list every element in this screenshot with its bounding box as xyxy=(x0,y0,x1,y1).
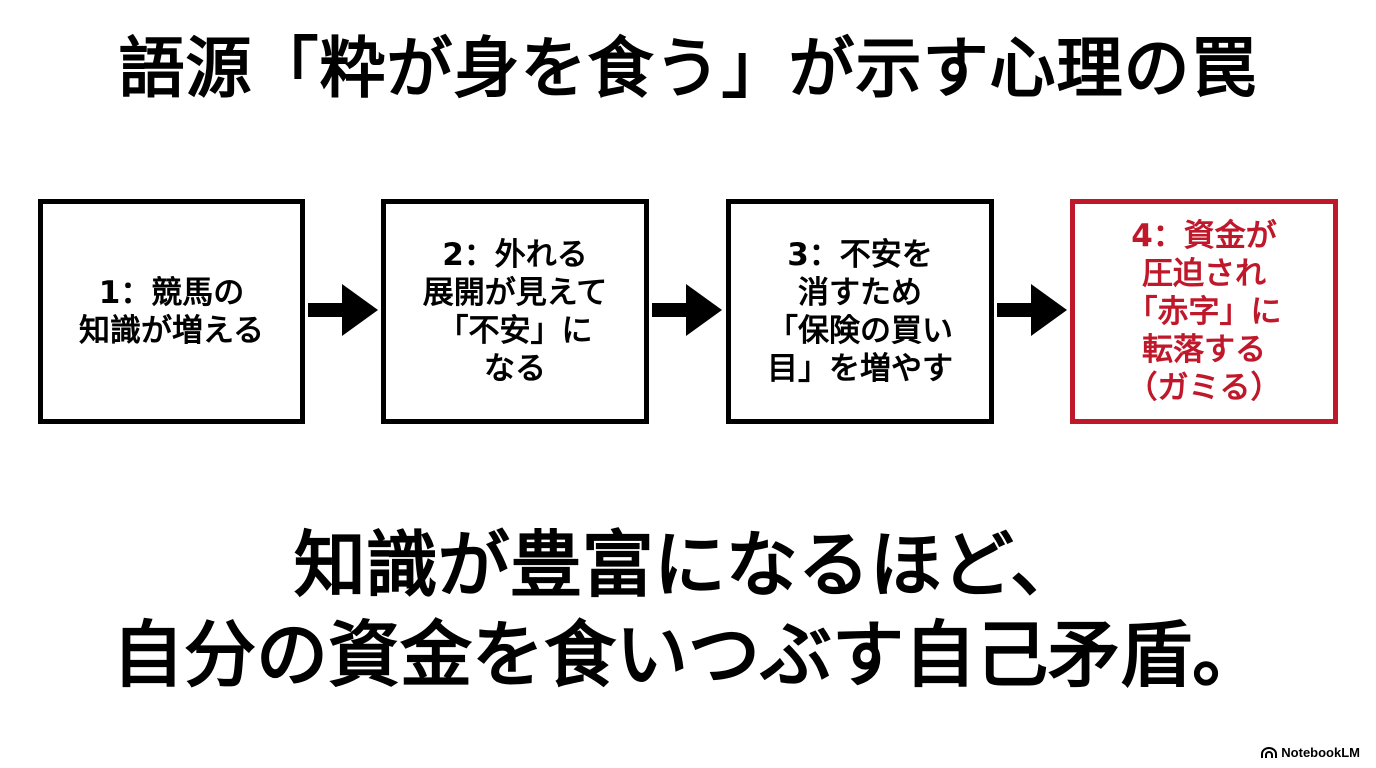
brand-watermark: NotebookLM xyxy=(1261,745,1360,760)
conclusion-text: 知識が豊富になるほど、 自分の資金を食いつぶす自己矛盾。 xyxy=(0,520,1376,700)
step-box-3: 3：不安を 消すため 「保険の買い 目」を増やす xyxy=(726,199,994,424)
conclusion-line-1: 知識が豊富になるほど、 xyxy=(293,523,1083,607)
step-box-2: 2：外れる 展開が見えて 「不安」に なる xyxy=(381,199,649,424)
conclusion-line-2: 自分の資金を食いつぶす自己矛盾。 xyxy=(111,613,1264,697)
step-text-4: 4：資金が 圧迫され 「赤字」に 転落する （ガミる） xyxy=(1126,217,1282,406)
arrow-right-icon xyxy=(308,284,378,336)
brand-label: NotebookLM xyxy=(1281,745,1360,760)
step-box-1: 1：競馬の 知識が増える xyxy=(38,199,305,424)
step-text-1: 1：競馬の 知識が増える xyxy=(78,274,265,349)
step-text-3: 3：不安を 消すため 「保険の買い 目」を増やす xyxy=(767,236,953,387)
arrow-right-icon xyxy=(652,284,722,336)
arrow-right-icon xyxy=(997,284,1067,336)
step-text-2: 2：外れる 展開が見えて 「不安」に なる xyxy=(422,236,608,387)
notebooklm-logo-icon xyxy=(1261,746,1278,758)
step-box-4: 4：資金が 圧迫され 「赤字」に 転落する （ガミる） xyxy=(1070,199,1338,424)
page-title: 語源「粋が身を食う」が示す心理の罠 xyxy=(118,30,1258,107)
